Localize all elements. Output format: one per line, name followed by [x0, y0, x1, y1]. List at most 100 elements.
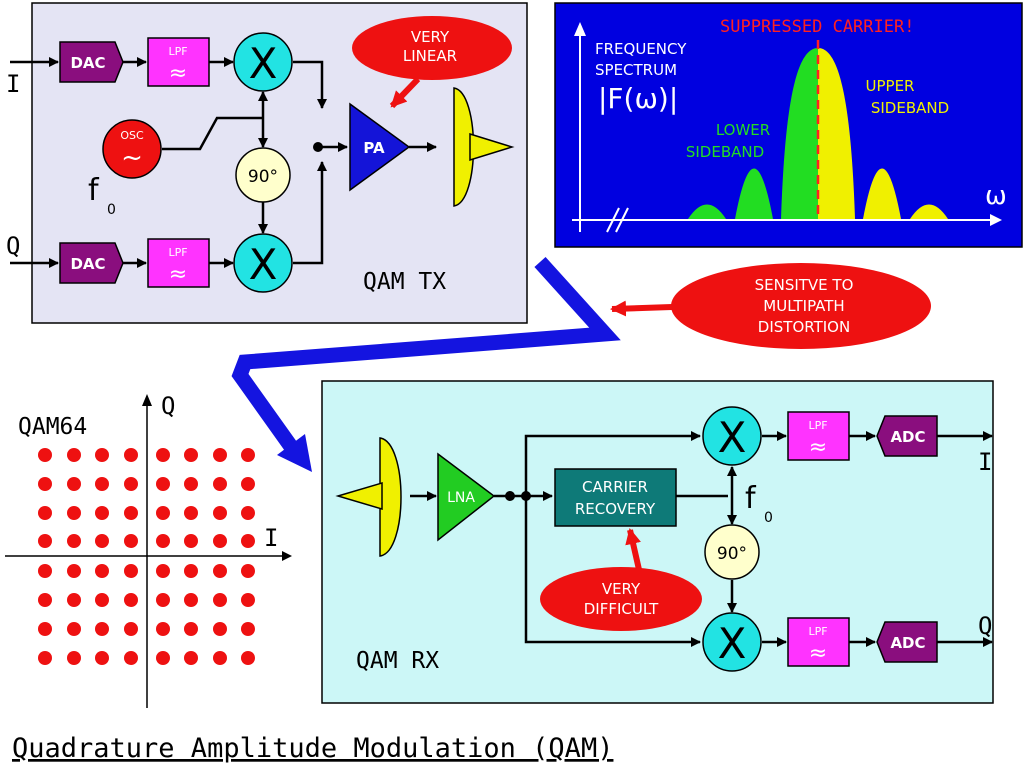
constellation-point	[67, 651, 81, 665]
very-difficult-callout: VERY DIFFICULT	[540, 528, 702, 631]
rx-lpf-i-symbol: ≈	[809, 435, 827, 460]
upper-main-lobe	[818, 48, 855, 219]
adc-i-label: ADC	[890, 428, 925, 446]
constellation-point	[241, 651, 255, 665]
constellation-point	[213, 622, 227, 636]
spectrum-magnitude: |F(ω)|	[598, 82, 678, 115]
spectrum-title-line1: FREQUENCY	[595, 40, 687, 58]
constellation-point	[124, 564, 138, 578]
constellation-point	[213, 651, 227, 665]
rx-output-q: Q	[978, 612, 992, 640]
constellation-point	[95, 506, 109, 520]
qam64-constellation: QAM64 I Q	[5, 392, 292, 708]
constellation-point	[241, 622, 255, 636]
constellation-points	[38, 448, 255, 665]
lna-label: LNA	[447, 490, 475, 506]
upper-lobe-3	[910, 204, 948, 219]
very-difficult-line2: DIFFICULT	[584, 600, 659, 618]
rx-lpf-i-block	[787, 411, 850, 461]
multipath-line2: MULTIPATH	[763, 297, 844, 315]
spectrum-panel: FREQUENCY SPECTRUM |F(ω)| SUPPRESSED CAR…	[554, 2, 1023, 248]
constellation-point	[67, 622, 81, 636]
constellation-point	[38, 564, 52, 578]
mixer-q	[233, 233, 293, 293]
constellation-point	[213, 506, 227, 520]
rx-lpf-q-label: LPF	[808, 625, 827, 638]
constellation-point	[67, 593, 81, 607]
constellation-point	[38, 477, 52, 491]
constellation-axis-i: I	[264, 524, 278, 552]
constellation-point	[241, 593, 255, 607]
constellation-axis-q: Q	[161, 392, 175, 420]
tx-input-i: I	[6, 70, 20, 98]
constellation-point	[38, 506, 52, 520]
rx-mixer-i	[702, 406, 762, 466]
mixer-i-symbol: X	[249, 39, 278, 88]
multipath-line3: DISTORTION	[758, 318, 850, 336]
dac-q-label: DAC	[70, 255, 105, 273]
constellation-point	[124, 651, 138, 665]
constellation-point	[95, 622, 109, 636]
constellation-point	[156, 448, 170, 462]
lower-sideband-line2: SIDEBAND	[686, 143, 764, 161]
constellation-point	[124, 534, 138, 548]
very-linear-line1: VERY	[411, 28, 450, 46]
tx-f0-label: f	[88, 173, 100, 208]
constellation-point	[156, 593, 170, 607]
constellation-point	[184, 622, 198, 636]
constellation-point	[38, 448, 52, 462]
rx-lpf-q-symbol: ≈	[809, 641, 827, 666]
constellation-point	[156, 534, 170, 548]
very-linear-callout: VERY LINEAR	[352, 16, 512, 109]
constellation-point	[213, 448, 227, 462]
constellation-point	[241, 448, 255, 462]
multipath-callout: SENSITVE TO MULTIPATH DISTORTION	[610, 263, 931, 349]
tx-antenna	[453, 87, 515, 207]
lpf-q-symbol: ≈	[169, 262, 187, 287]
lower-sideband-line1: LOWER	[716, 121, 770, 139]
rx-phase-label: 90°	[717, 544, 747, 564]
dac-i-label: DAC	[70, 54, 105, 72]
rx-f0-subscript: 0	[764, 510, 773, 526]
constellation-point	[95, 651, 109, 665]
rx-antenna	[335, 437, 402, 557]
lna-block	[437, 452, 496, 542]
tx-phase-shifter	[235, 147, 291, 203]
constellation-point	[95, 534, 109, 548]
rx-mixer-i-symbol: X	[718, 413, 747, 462]
constellation-point	[184, 506, 198, 520]
constellation-point	[124, 622, 138, 636]
rx-phase-shifter	[704, 524, 760, 580]
tx-phase-label: 90°	[248, 167, 278, 187]
constellation-point	[124, 448, 138, 462]
constellation-point	[184, 564, 198, 578]
power-amplifier	[349, 102, 411, 192]
carrier-recovery-line1: CARRIER	[582, 478, 648, 496]
oscillator	[102, 119, 162, 179]
constellation-point	[156, 651, 170, 665]
lpf-i-block	[147, 37, 210, 87]
lpf-q-block	[147, 238, 210, 288]
constellation-point	[95, 448, 109, 462]
mixer-q-symbol: X	[249, 240, 278, 289]
lower-lobe-3	[688, 204, 726, 219]
channel-arrow	[231, 256, 621, 472]
constellation-point	[241, 477, 255, 491]
carrier-recovery-block	[554, 468, 677, 527]
very-difficult-line1: VERY	[602, 580, 641, 598]
spectrum-axis-label: ω	[985, 181, 1007, 211]
constellation-point	[67, 506, 81, 520]
carrier-recovery-line2: RECOVERY	[575, 500, 656, 518]
dac-q-block	[59, 242, 124, 284]
rx-mixer-q	[702, 612, 762, 672]
constellation-title: QAM64	[18, 414, 87, 440]
constellation-point	[67, 564, 81, 578]
tx-input-q: Q	[6, 232, 20, 260]
lpf-i-label: LPF	[168, 45, 187, 58]
constellation-point	[124, 506, 138, 520]
rx-f0-label: f	[745, 481, 757, 516]
suppressed-carrier-label: SUPPRESSED CARRIER!	[720, 17, 914, 37]
pa-label: PA	[363, 139, 385, 157]
constellation-point	[241, 534, 255, 548]
